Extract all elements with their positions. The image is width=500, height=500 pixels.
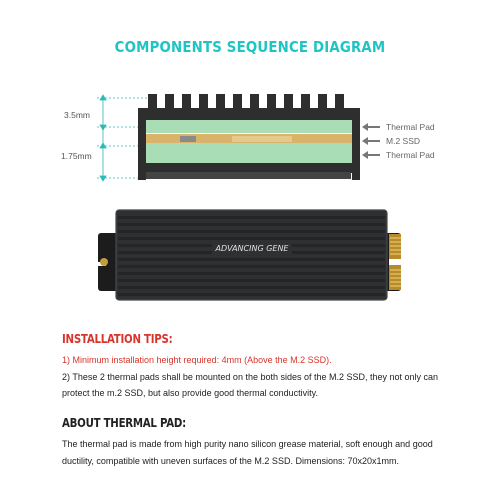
installation-tip-2-line-1: 2) These 2 thermal pads shall be mounted… [62, 372, 439, 382]
ssd-heatsink-product: ADVANCING GENE [98, 209, 401, 301]
screw-pad [100, 258, 108, 266]
top-heatsink [138, 94, 360, 180]
bottom-thermal-pad [146, 143, 352, 163]
installation-tip-1: 1) Minimum installation height required:… [62, 355, 332, 365]
arrow-up-icon [99, 142, 107, 149]
page-title: COMPONENTS SEQUENCE DIAGRAM [114, 38, 386, 56]
bottom-heatsink [138, 163, 360, 179]
components-diagram [97, 94, 380, 182]
brand-logo: ADVANCING GENE [215, 244, 290, 253]
layer-arrows [362, 123, 380, 159]
dimension-label-bottom: 1.75mm [61, 151, 92, 161]
label-m2-ssd: M.2 SSD [386, 136, 421, 146]
arrow-left-icon [362, 137, 368, 145]
about-line-2: ductility, compatible with uneven surfac… [62, 456, 399, 466]
arrow-down-icon [99, 175, 107, 182]
installation-tip-2-line-2: protect the m.2 SSD, but also provide go… [62, 388, 318, 398]
ssd-chip [232, 136, 292, 142]
arrow-down-icon [99, 124, 107, 131]
arrow-left-icon [362, 123, 368, 131]
arrow-up-icon [99, 94, 107, 101]
about-heading: ABOUT THERMAL PAD: [62, 416, 186, 430]
label-thermal-pad-bottom: Thermal Pad [386, 150, 435, 160]
logo-plate [212, 241, 292, 254]
dimension-label-top: 3.5mm [64, 110, 90, 120]
installation-heading: INSTALLATION TIPS: [62, 332, 173, 346]
gold-connector [389, 234, 401, 290]
label-thermal-pad-top: Thermal Pad [386, 122, 435, 132]
top-thermal-pad [146, 120, 352, 133]
arrow-left-icon [362, 151, 368, 159]
ssd-chip [180, 136, 196, 142]
about-line-1: The thermal pad is made from high purity… [62, 439, 433, 449]
